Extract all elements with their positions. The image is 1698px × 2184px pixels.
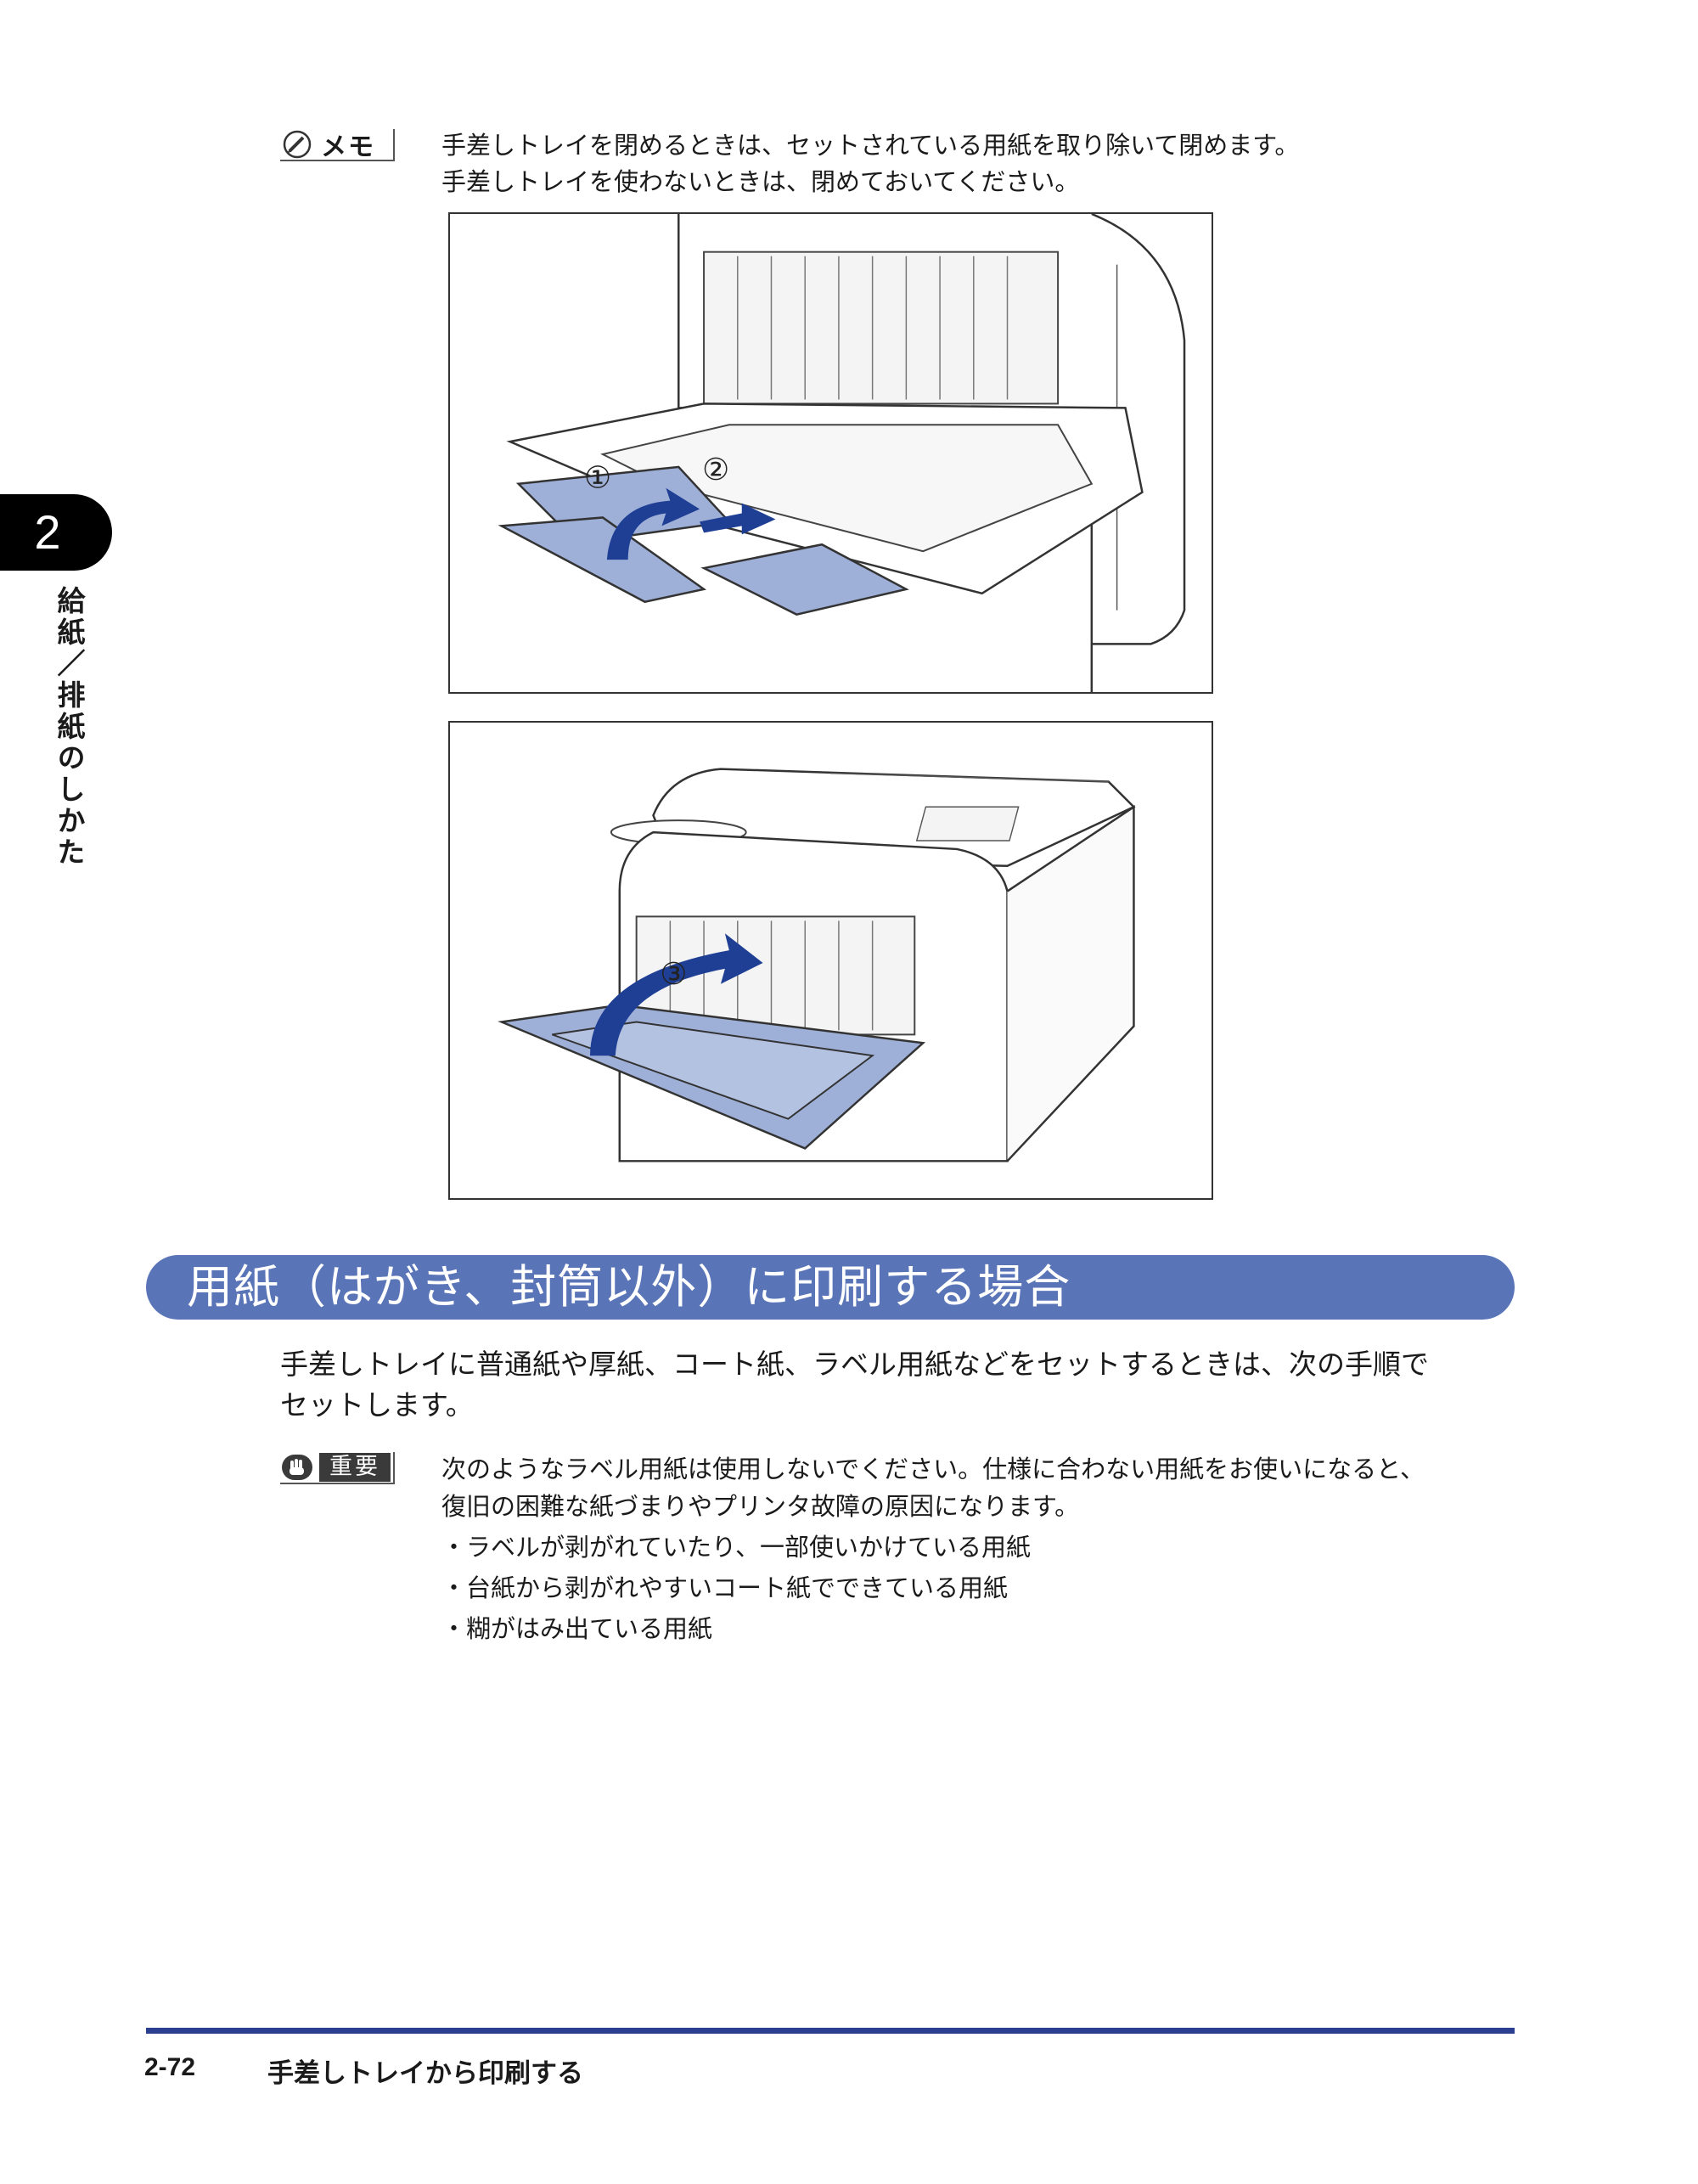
intro-line: セットします。 <box>280 1388 474 1421</box>
memo-line: 手差しトレイを使わないときは、閉めておいてください。 <box>441 167 1080 196</box>
important-text: 次のようなラベル用紙は使用しないでください。仕様に合わない用紙をお使いになると、… <box>441 1450 1537 1525</box>
hand-stop-icon <box>282 1455 312 1480</box>
step-marker-2: ② <box>702 453 729 487</box>
printer-tray-illustration: ① ② <box>498 214 1186 692</box>
memo-line: 手差しトレイを閉めるときは、セットされている用紙を取り除いて閉めます。 <box>441 131 1300 160</box>
printer-closing-illustration: ③ <box>498 768 1136 1162</box>
footer-title: 手差しトレイから印刷する <box>267 2058 583 2089</box>
chapter-title: 給紙／排紙のしかた <box>53 586 86 869</box>
important-line: 復旧の困難な紙づまりやプリンタ故障の原因になります。 <box>441 1492 1080 1521</box>
list-item: ・台紙から剥がれやすいコート紙でできている用紙 <box>441 1573 1009 1602</box>
intro-line: 手差しトレイに普通紙や厚紙、コート紙、ラベル用紙などをセットするときは、次の手順… <box>280 1348 1429 1381</box>
figure-tray-folding: ① ② <box>448 212 1213 694</box>
important-line: 次のようなラベル用紙は使用しないでください。仕様に合わない用紙をお使いになると、 <box>441 1455 1425 1483</box>
pencil-icon <box>283 130 312 159</box>
important-label: 重要 <box>319 1453 391 1482</box>
footer-divider <box>146 2028 1515 2034</box>
list-item: ・糊がはみ出ている用紙 <box>441 1614 713 1643</box>
step-marker-1: ① <box>584 461 611 496</box>
list-item: ・ラベルが剥がれていたり、一部使いかけている用紙 <box>441 1533 1031 1562</box>
step-marker-3: ③ <box>660 957 687 992</box>
page-number: 2-72 <box>144 2053 196 2081</box>
warning-bullet-list: ・ラベルが剥がれていたり、一部使いかけている用紙 ・台紙から剥がれやすいコート紙… <box>441 1527 1537 1649</box>
figure-tray-closing: ③ <box>448 721 1213 1200</box>
memo-label: メモ <box>321 132 375 162</box>
chapter-tab: 2 <box>0 494 112 571</box>
important-badge: 重要 <box>280 1452 395 1484</box>
intro-text: 手差しトレイに普通紙や厚紙、コート紙、ラベル用紙などをセットするときは、次の手順… <box>280 1344 1520 1426</box>
section-heading: 用紙（はがき、封筒以外）に印刷する場合 <box>146 1255 1515 1320</box>
memo-badge: メモ <box>280 129 395 162</box>
memo-text: 手差しトレイを閉めるときは、セットされている用紙を取り除いて閉めます。 手差しト… <box>441 127 1545 200</box>
